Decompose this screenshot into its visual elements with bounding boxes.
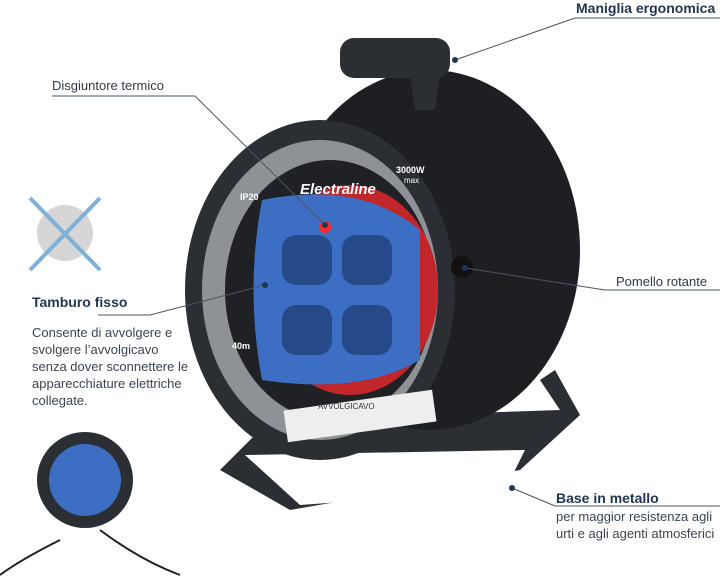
socket-panel — [253, 194, 420, 385]
callout-base-description: per maggior resistenza agli urti e agli … — [556, 508, 714, 542]
desc-line: collegate. — [32, 393, 88, 408]
brand-logo: Electraline — [300, 181, 376, 198]
callout-handle-title: Maniglia ergonomica — [576, 0, 716, 16]
desc-line: urti e agli agenti atmosferici — [556, 526, 715, 541]
product-label — [283, 389, 437, 443]
callout-base-title: Base in metallo — [556, 490, 659, 506]
rotating-knob — [451, 256, 473, 278]
sockets — [282, 235, 392, 355]
callout-breaker-title: Disgiuntore termico — [52, 78, 164, 93]
callout-drum-description: Consente di avvolgere e svolgere l’avvol… — [32, 324, 188, 409]
desc-line: senza dover sconnettere le — [32, 359, 189, 374]
desc-line: svolgere l’avvolgicavo — [32, 342, 159, 357]
handle — [340, 38, 450, 78]
callout-knob-title: Pomello rotante — [616, 274, 708, 289]
desc-line: Consente di avvolgere e — [32, 325, 173, 340]
power-rating: 3000W — [396, 165, 425, 175]
desc-line: per maggior resistenza agli — [556, 509, 713, 524]
ip-rating: IP20 — [240, 192, 259, 202]
product-label-text: AVVOLGICAVO — [318, 402, 375, 411]
desc-line: apparecchiature elettriche — [32, 376, 182, 391]
cable-length: 40m — [232, 341, 251, 351]
power-unit: max — [404, 176, 420, 185]
callout-drum-title: Tamburo fisso — [32, 294, 128, 310]
